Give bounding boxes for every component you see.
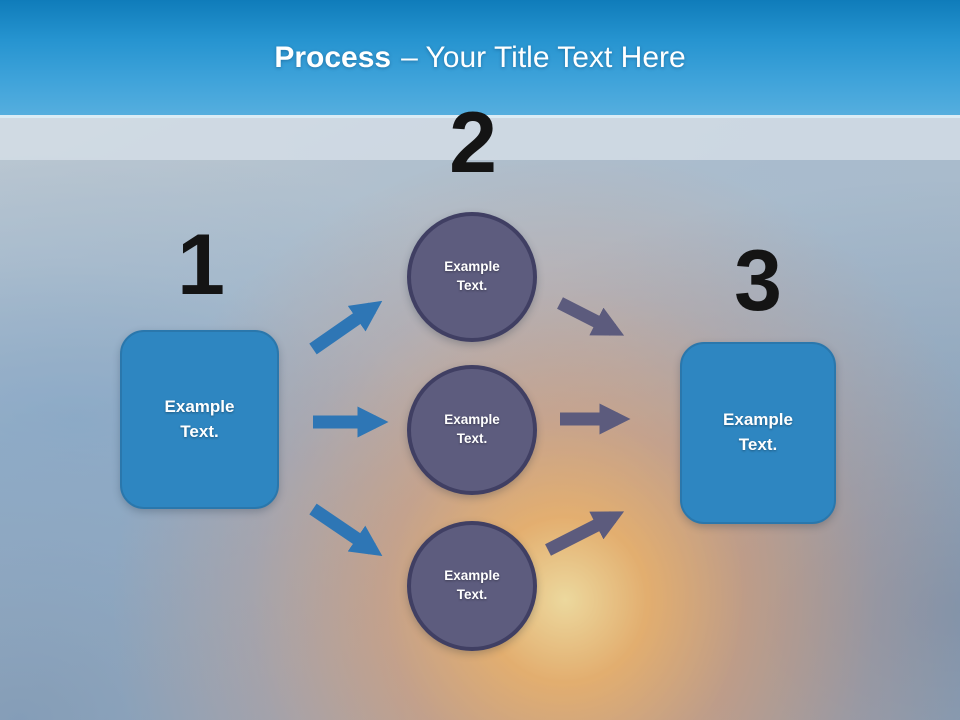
header-subband (0, 118, 960, 160)
process-circle-top: Example Text. (407, 212, 537, 342)
page-title: Process – Your Title Text Here (274, 41, 685, 75)
process-circle-middle-label: Example Text. (444, 412, 500, 446)
step-number-2: 2 (449, 95, 497, 191)
process-box-right-label: Example Text. (723, 410, 793, 454)
process-circle-bottom: Example Text. (407, 521, 537, 651)
title-emphasis: Process (274, 40, 392, 74)
process-circle-top-label: Example Text. (444, 259, 500, 293)
process-circle-bottom-label: Example Text. (444, 568, 500, 602)
process-box-right: Example Text. (680, 342, 836, 524)
process-circle-middle: Example Text. (407, 365, 537, 495)
header-banner: Process – Your Title Text Here (0, 0, 960, 118)
step-number-1: 1 (177, 217, 225, 313)
process-box-left-label: Example Text. (164, 396, 235, 441)
process-box-left: Example Text. (120, 330, 279, 509)
title-rest: – Your Title Text Here (401, 40, 686, 74)
step-number-3: 3 (734, 233, 782, 329)
